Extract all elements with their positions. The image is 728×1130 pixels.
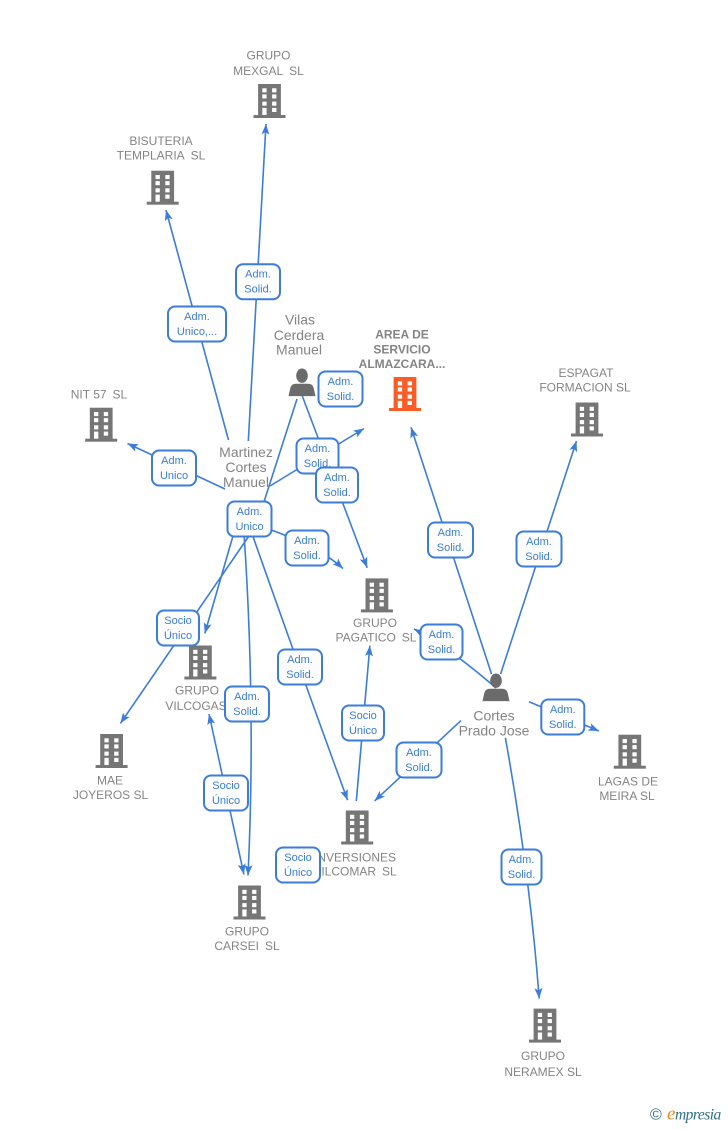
svg-text:Solid.: Solid. xyxy=(244,284,272,296)
svg-text:Adm.: Adm. xyxy=(526,536,552,548)
svg-text:VILCOMAR SL: VILCOMAR SL xyxy=(313,864,397,878)
svg-text:Solid.: Solid. xyxy=(428,644,456,656)
svg-text:MAE: MAE xyxy=(97,773,123,787)
svg-text:Martinez: Martinez xyxy=(219,444,273,460)
svg-text:Adm.: Adm. xyxy=(161,455,187,467)
svg-text:Adm.: Adm. xyxy=(237,506,263,518)
svg-text:PAGATICO SL: PAGATICO SL xyxy=(336,630,417,644)
svg-text:JOYEROS SL: JOYEROS SL xyxy=(73,788,149,802)
svg-text:Solid.: Solid. xyxy=(293,550,321,562)
svg-text:Solid.: Solid. xyxy=(327,391,355,403)
svg-text:MEIRA SL: MEIRA SL xyxy=(599,789,655,803)
svg-text:Unico,...: Unico,... xyxy=(177,326,217,338)
svg-text:Adm.: Adm. xyxy=(509,854,535,866)
svg-text:BISUTERIA: BISUTERIA xyxy=(129,134,192,148)
svg-text:empresia: empresia xyxy=(667,1104,722,1125)
svg-text:Cerdera: Cerdera xyxy=(274,327,325,343)
svg-text:Adm.: Adm. xyxy=(294,535,320,547)
svg-text:Solid.: Solid. xyxy=(233,706,261,718)
svg-text:FORMACION SL: FORMACION SL xyxy=(539,380,631,394)
svg-text:LAGAS DE: LAGAS DE xyxy=(598,774,658,788)
svg-text:GRUPO: GRUPO xyxy=(353,616,397,630)
svg-text:©: © xyxy=(650,1107,662,1124)
svg-text:Manuel: Manuel xyxy=(276,342,322,358)
svg-text:Cortes: Cortes xyxy=(473,708,514,724)
svg-text:Solid.: Solid. xyxy=(304,458,332,470)
svg-text:Socio: Socio xyxy=(164,615,192,627)
svg-text:Cortes: Cortes xyxy=(225,459,266,475)
svg-text:Unico: Unico xyxy=(160,470,188,482)
svg-text:Unico: Unico xyxy=(235,521,263,533)
svg-text:Solid.: Solid. xyxy=(525,551,553,563)
svg-text:Prado Jose: Prado Jose xyxy=(459,723,530,739)
svg-text:GRUPO: GRUPO xyxy=(521,1049,565,1063)
svg-text:Socio: Socio xyxy=(212,780,240,792)
svg-text:Único: Único xyxy=(349,724,377,737)
svg-text:Socio: Socio xyxy=(284,852,312,864)
svg-text:ESPAGAT: ESPAGAT xyxy=(559,366,615,380)
svg-text:GRUPO: GRUPO xyxy=(225,924,269,938)
svg-text:Adm.: Adm. xyxy=(429,629,455,641)
svg-text:NIT 57 SL: NIT 57 SL xyxy=(71,387,128,401)
svg-text:Solid.: Solid. xyxy=(405,762,433,774)
svg-text:Adm.: Adm. xyxy=(406,747,432,759)
svg-text:GRUPO: GRUPO xyxy=(246,48,290,62)
svg-text:Único: Único xyxy=(164,629,192,642)
svg-text:Socio: Socio xyxy=(349,710,377,722)
svg-text:VILCOGAS: VILCOGAS xyxy=(165,699,226,713)
svg-text:AREA DE: AREA DE xyxy=(375,327,429,341)
svg-text:MEXGAL SL: MEXGAL SL xyxy=(233,64,304,78)
svg-text:INVERSIONES: INVERSIONES xyxy=(314,850,396,864)
svg-text:Solid.: Solid. xyxy=(508,869,536,881)
svg-text:Adm.: Adm. xyxy=(328,376,354,388)
svg-text:Solid.: Solid. xyxy=(323,487,351,499)
svg-text:Solid.: Solid. xyxy=(437,542,465,554)
svg-text:Único: Único xyxy=(212,794,240,807)
svg-text:CARSEI SL: CARSEI SL xyxy=(214,939,280,953)
svg-text:TEMPLARIA SL: TEMPLARIA SL xyxy=(117,148,206,162)
svg-text:Adm.: Adm. xyxy=(287,654,313,666)
svg-text:Adm.: Adm. xyxy=(245,269,271,281)
svg-text:Adm.: Adm. xyxy=(234,691,260,703)
svg-text:Solid.: Solid. xyxy=(549,719,577,731)
svg-text:GRUPO: GRUPO xyxy=(175,683,219,697)
svg-text:ALMAZCARA...: ALMAZCARA... xyxy=(359,357,446,371)
svg-text:Adm.: Adm. xyxy=(324,472,350,484)
svg-text:Adm.: Adm. xyxy=(438,527,464,539)
svg-text:Único: Único xyxy=(284,866,312,879)
svg-text:Manuel: Manuel xyxy=(223,474,269,490)
svg-text:Adm.: Adm. xyxy=(550,704,576,716)
svg-text:Solid.: Solid. xyxy=(286,669,314,681)
svg-text:Adm.: Adm. xyxy=(305,443,331,455)
svg-text:Adm.: Adm. xyxy=(184,311,210,323)
svg-text:Vilas: Vilas xyxy=(285,312,315,328)
svg-text:SERVICIO: SERVICIO xyxy=(373,342,430,356)
svg-text:NERAMEX SL: NERAMEX SL xyxy=(504,1065,582,1079)
